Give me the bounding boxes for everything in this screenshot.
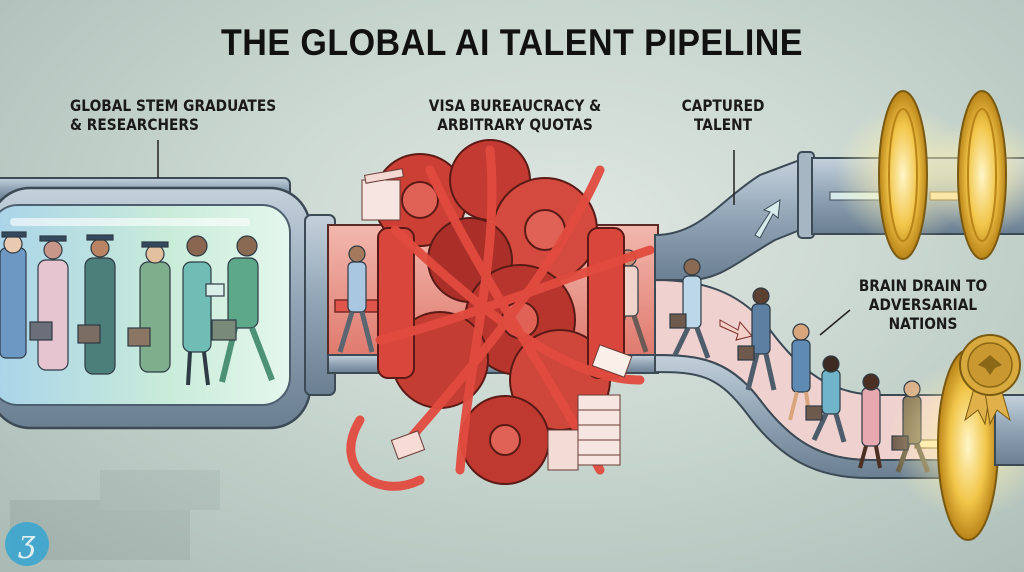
label-line: VISA BUREAUCRACY &	[428, 96, 602, 115]
label-line: NATIONS	[888, 314, 958, 333]
government-seal-icon	[959, 334, 1021, 426]
figure-6	[211, 235, 275, 383]
figure-a	[669, 258, 711, 359]
paper-stacks	[361, 168, 633, 471]
golden-rings	[835, 90, 1024, 260]
label-line: GLOBAL STEM GRADUATES	[70, 96, 277, 115]
figure-5	[182, 235, 225, 386]
down-arrow-icon	[719, 319, 753, 341]
label-line: ARBITRARY QUOTAS	[437, 115, 593, 134]
graduate-figures	[0, 231, 275, 386]
label-global-stem-graduates: GLOBAL STEM GRADUATES & RESEARCHERS	[70, 96, 276, 134]
page-title: THE GLOBAL AI TALENT PIPELINE	[221, 22, 803, 63]
label-brain-drain: BRAIN DRAIN TO ADVERSARIAL NATIONS	[850, 276, 996, 333]
walker-figure-left	[337, 245, 375, 353]
figure-3	[77, 234, 116, 375]
figure-e	[858, 373, 882, 469]
label-line: BRAIN DRAIN TO	[858, 276, 988, 295]
figure-b	[737, 287, 777, 391]
figure-1	[0, 231, 27, 359]
label-line: ADVERSARIAL	[868, 295, 978, 314]
up-arrow-icon	[754, 199, 781, 239]
label-line: CAPTURED	[681, 96, 765, 115]
golden-portal	[890, 334, 1024, 541]
label-line: & RESEARCHERS	[70, 115, 199, 134]
label-captured-talent: CAPTURED TALENT	[676, 96, 771, 134]
red-tape-ribbons	[346, 145, 655, 491]
figure-2	[29, 235, 69, 371]
label-visa-bureaucracy: VISA BUREAUCRACY & ARBITRARY QUOTAS	[420, 96, 609, 134]
figure-d	[805, 355, 847, 443]
figure-4	[127, 241, 171, 373]
brand-logo-icon: ʒ	[5, 522, 49, 566]
label-line: TALENT	[693, 115, 753, 134]
